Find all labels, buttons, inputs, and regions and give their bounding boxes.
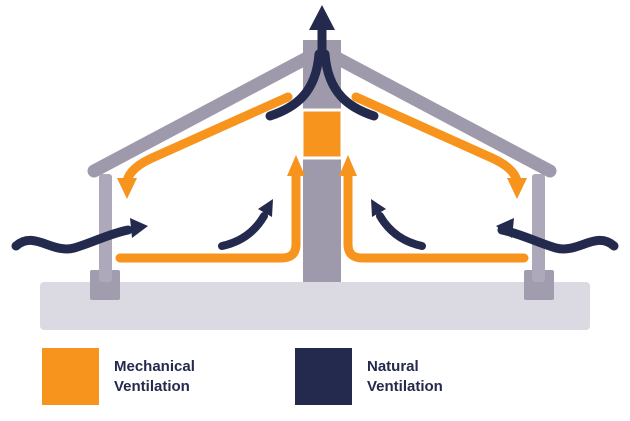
exhaust-stack — [303, 40, 341, 282]
roof-right-slope — [315, 43, 557, 178]
mechanical-roof-flow-left-arrowhead — [117, 178, 137, 199]
natural-exhaust-up-arrowhead — [309, 5, 335, 30]
natural-rise-left-arrowhead — [258, 199, 273, 217]
mechanical-roof-flow-right-arrowhead — [507, 178, 527, 199]
mechanical-floor-flow-left-arrow — [115, 169, 301, 263]
natural-eave-intake-left-arrowhead — [130, 218, 148, 238]
mechanical-legend-label: Mechanical Ventilation — [114, 357, 195, 396]
mechanical-legend-line2: Ventilation — [114, 377, 190, 395]
natural-rise-right-arrowhead — [371, 199, 386, 217]
legend-item-natural: Natural Ventilation — [295, 348, 443, 405]
right-post-foot — [524, 270, 554, 300]
ceiling-slab — [40, 282, 590, 330]
mechanical-floor-flow-left-arrowhead — [287, 155, 305, 176]
natural-eave-intake-right-arrow — [497, 225, 619, 254]
natural-color-swatch — [295, 348, 352, 405]
left-eave-post — [99, 174, 112, 282]
natural-legend-line2: Ventilation — [367, 377, 443, 395]
roof-left-slope — [87, 43, 329, 178]
legend-item-mechanical: Mechanical Ventilation — [42, 348, 195, 405]
natural-eave-intake-left-arrow — [11, 225, 133, 254]
left-post-foot — [90, 270, 120, 300]
mechanical-color-swatch — [42, 348, 99, 405]
natural-rise-left-arrow — [218, 212, 268, 250]
natural-legend-label: Natural Ventilation — [367, 357, 443, 396]
mechanical-legend-line1: Mechanical — [114, 358, 195, 375]
natural-converge-left-arrow — [265, 49, 324, 121]
natural-converge-right-arrow — [320, 49, 379, 121]
natural-legend-line1: Natural — [367, 358, 419, 375]
mechanical-floor-flow-right-arrow — [343, 169, 529, 263]
mechanical-fan-unit — [300, 108, 344, 160]
natural-eave-intake-right-arrowhead — [496, 218, 514, 238]
natural-rise-right-arrow — [376, 212, 426, 250]
right-eave-post — [532, 174, 545, 282]
mechanical-floor-flow-right-arrowhead — [339, 155, 357, 176]
